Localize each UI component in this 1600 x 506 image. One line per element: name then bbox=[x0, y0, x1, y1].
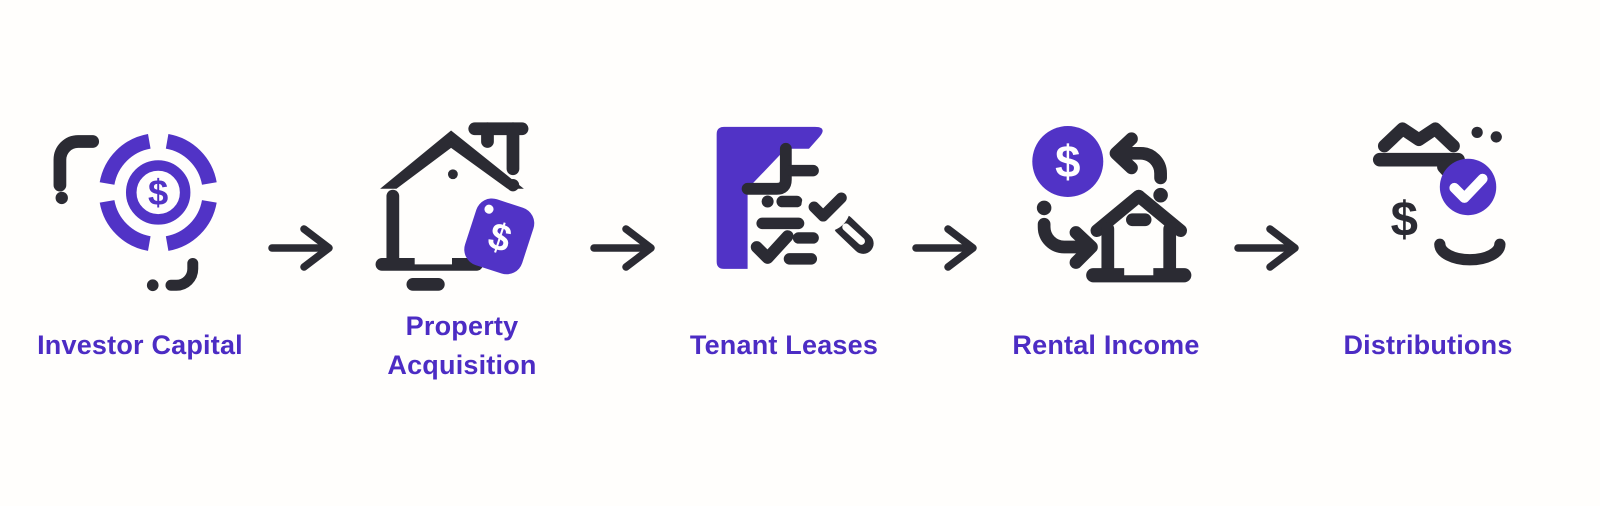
flow-arrow-icon bbox=[268, 223, 334, 273]
dollar-glyph: $ bbox=[1055, 136, 1080, 187]
step-label: Rental Income bbox=[1012, 330, 1200, 361]
flow-arrow-icon bbox=[912, 223, 978, 273]
dollar-glyph: $ bbox=[1391, 193, 1418, 247]
lease-document-magnifier-icon bbox=[693, 112, 875, 302]
step-label: Property Acquisition bbox=[387, 310, 537, 380]
dollar-glyph: $ bbox=[148, 172, 168, 213]
step-label: Distributions bbox=[1343, 330, 1513, 361]
house-price-tag-icon: $ bbox=[371, 112, 553, 302]
step-rental-income: $ Rental Income bbox=[981, 112, 1231, 390]
step-tenant-leases: Tenant Leases bbox=[659, 112, 909, 390]
dollar-house-exchange-icon: $ bbox=[1015, 112, 1197, 302]
step-property-acquisition: $ Property Acquisition bbox=[337, 112, 587, 390]
coins-dollar-target-icon: $ bbox=[49, 112, 231, 302]
flow-arrow-icon bbox=[590, 223, 656, 273]
step-investor-capital: $ Investor Capital bbox=[15, 112, 265, 390]
flow-arrow-icon bbox=[1234, 223, 1300, 273]
money-bag-check-icon: $ bbox=[1337, 112, 1519, 302]
step-distributions: $ Distributions bbox=[1303, 112, 1553, 390]
step-label: Investor Capital bbox=[37, 330, 243, 361]
step-label: Tenant Leases bbox=[689, 330, 879, 361]
